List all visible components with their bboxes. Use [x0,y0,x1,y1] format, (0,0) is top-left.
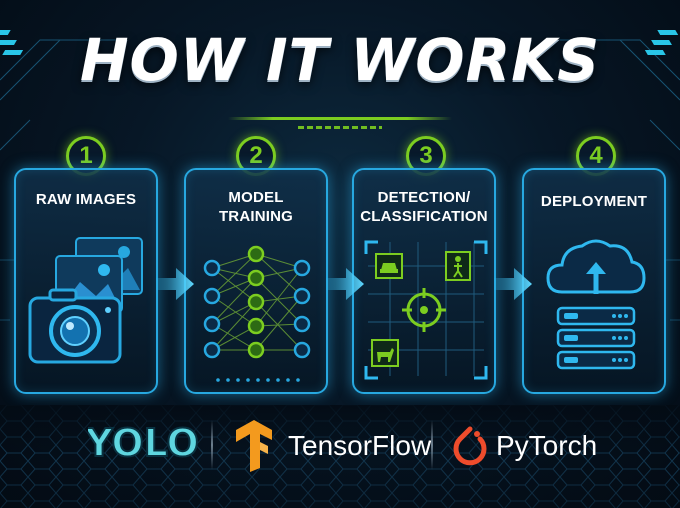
step-3-title-line1: DETECTION/ [377,189,471,206]
pytorch-label: PyTorch [496,430,598,461]
title-underline-dashes [298,126,382,129]
hex-floor-decoration [0,405,680,508]
logo-divider [431,420,433,470]
logo-divider [211,420,213,470]
step-2-title-line2: TRAINING [218,208,294,225]
detection-grid-icon [364,240,488,380]
svg-text:YOLO: YOLO [88,421,198,465]
arrow-right-icon [494,268,532,300]
step-card-deployment: DEPLOYMENT [522,168,666,394]
neural-network-icon [203,245,311,382]
step-2-title-line1: MODEL [228,189,284,206]
camera-images-icon [28,237,143,364]
yolo-logo: YOLO [88,420,198,466]
step-card-detection: DETECTION/ CLASSIFICATION [352,168,496,394]
arrow-right-icon [326,268,364,300]
cloud-server-icon [546,239,646,370]
step-3-title-line2: CLASSIFICATION [360,208,488,225]
tensorflow-logo-icon [236,420,272,472]
step-card-raw-images: RAW IMAGES [14,168,158,394]
title-underline [228,117,452,120]
pytorch-logo-icon [453,426,487,466]
step-card-model-training: MODEL TRAINING [184,168,328,394]
page-title: HOW IT WORKS [79,26,600,94]
step-1-title: RAW IMAGES [35,191,137,208]
arrow-right-icon [156,268,194,300]
tensorflow-label: TensorFlow [288,430,432,461]
step-4-title: DEPLOYMENT [540,193,648,210]
